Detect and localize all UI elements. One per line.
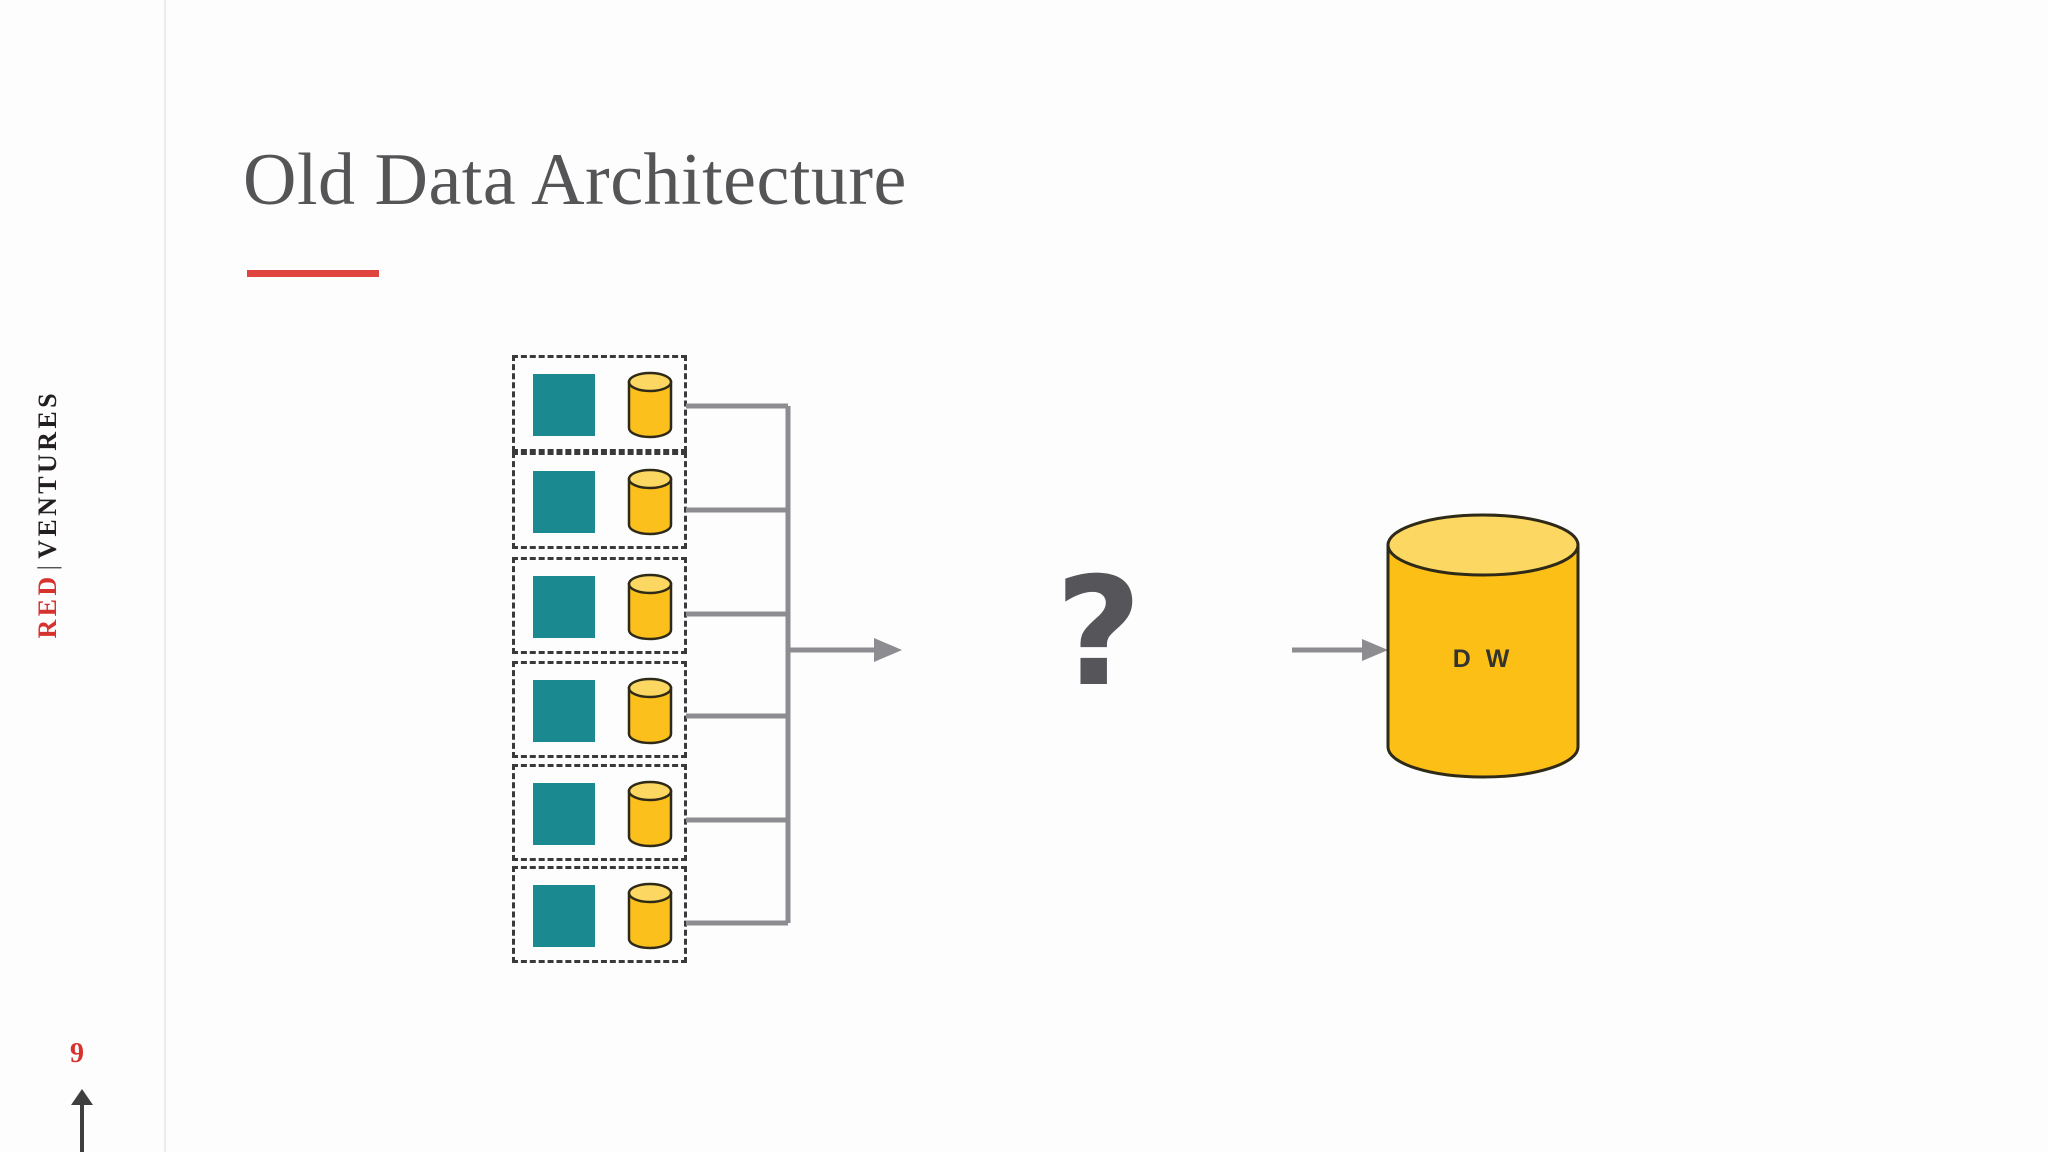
source-group-2[interactable] — [512, 452, 687, 549]
rail-up-arrow-icon — [71, 1089, 93, 1152]
source-app-square-2 — [533, 471, 595, 533]
source-group-6[interactable] — [512, 866, 687, 963]
title-underline-rule — [247, 270, 379, 277]
page-title: Old Data Architecture — [243, 139, 907, 221]
source-app-square-4 — [533, 680, 595, 742]
source-app-square-3 — [533, 576, 595, 638]
source-database-cylinder-3 — [627, 572, 673, 642]
source-group-3[interactable] — [512, 557, 687, 654]
source-app-square-1 — [533, 374, 595, 436]
source-app-square-6 — [533, 885, 595, 947]
source-database-cylinder-5 — [627, 779, 673, 849]
source-group-1[interactable] — [512, 355, 687, 452]
warehouse-inbound-arrow — [1292, 639, 1388, 661]
source-group-4[interactable] — [512, 661, 687, 758]
data-warehouse-cylinder[interactable] — [1385, 513, 1581, 779]
source-group-5[interactable] — [512, 764, 687, 861]
source-database-cylinder-2 — [627, 467, 673, 537]
page-number: 9 — [70, 1038, 84, 1069]
source-connector-bus — [686, 403, 902, 926]
source-database-cylinder-4 — [627, 676, 673, 746]
source-database-cylinder-1 — [627, 370, 673, 440]
bus-arrowhead-icon — [874, 638, 902, 662]
data-warehouse-label: D W — [1452, 645, 1514, 673]
source-database-cylinder-6 — [627, 881, 673, 951]
unknown-process-question-mark: ? — [1055, 546, 1143, 720]
rail-divider — [164, 0, 166, 1152]
source-app-square-5 — [533, 783, 595, 845]
